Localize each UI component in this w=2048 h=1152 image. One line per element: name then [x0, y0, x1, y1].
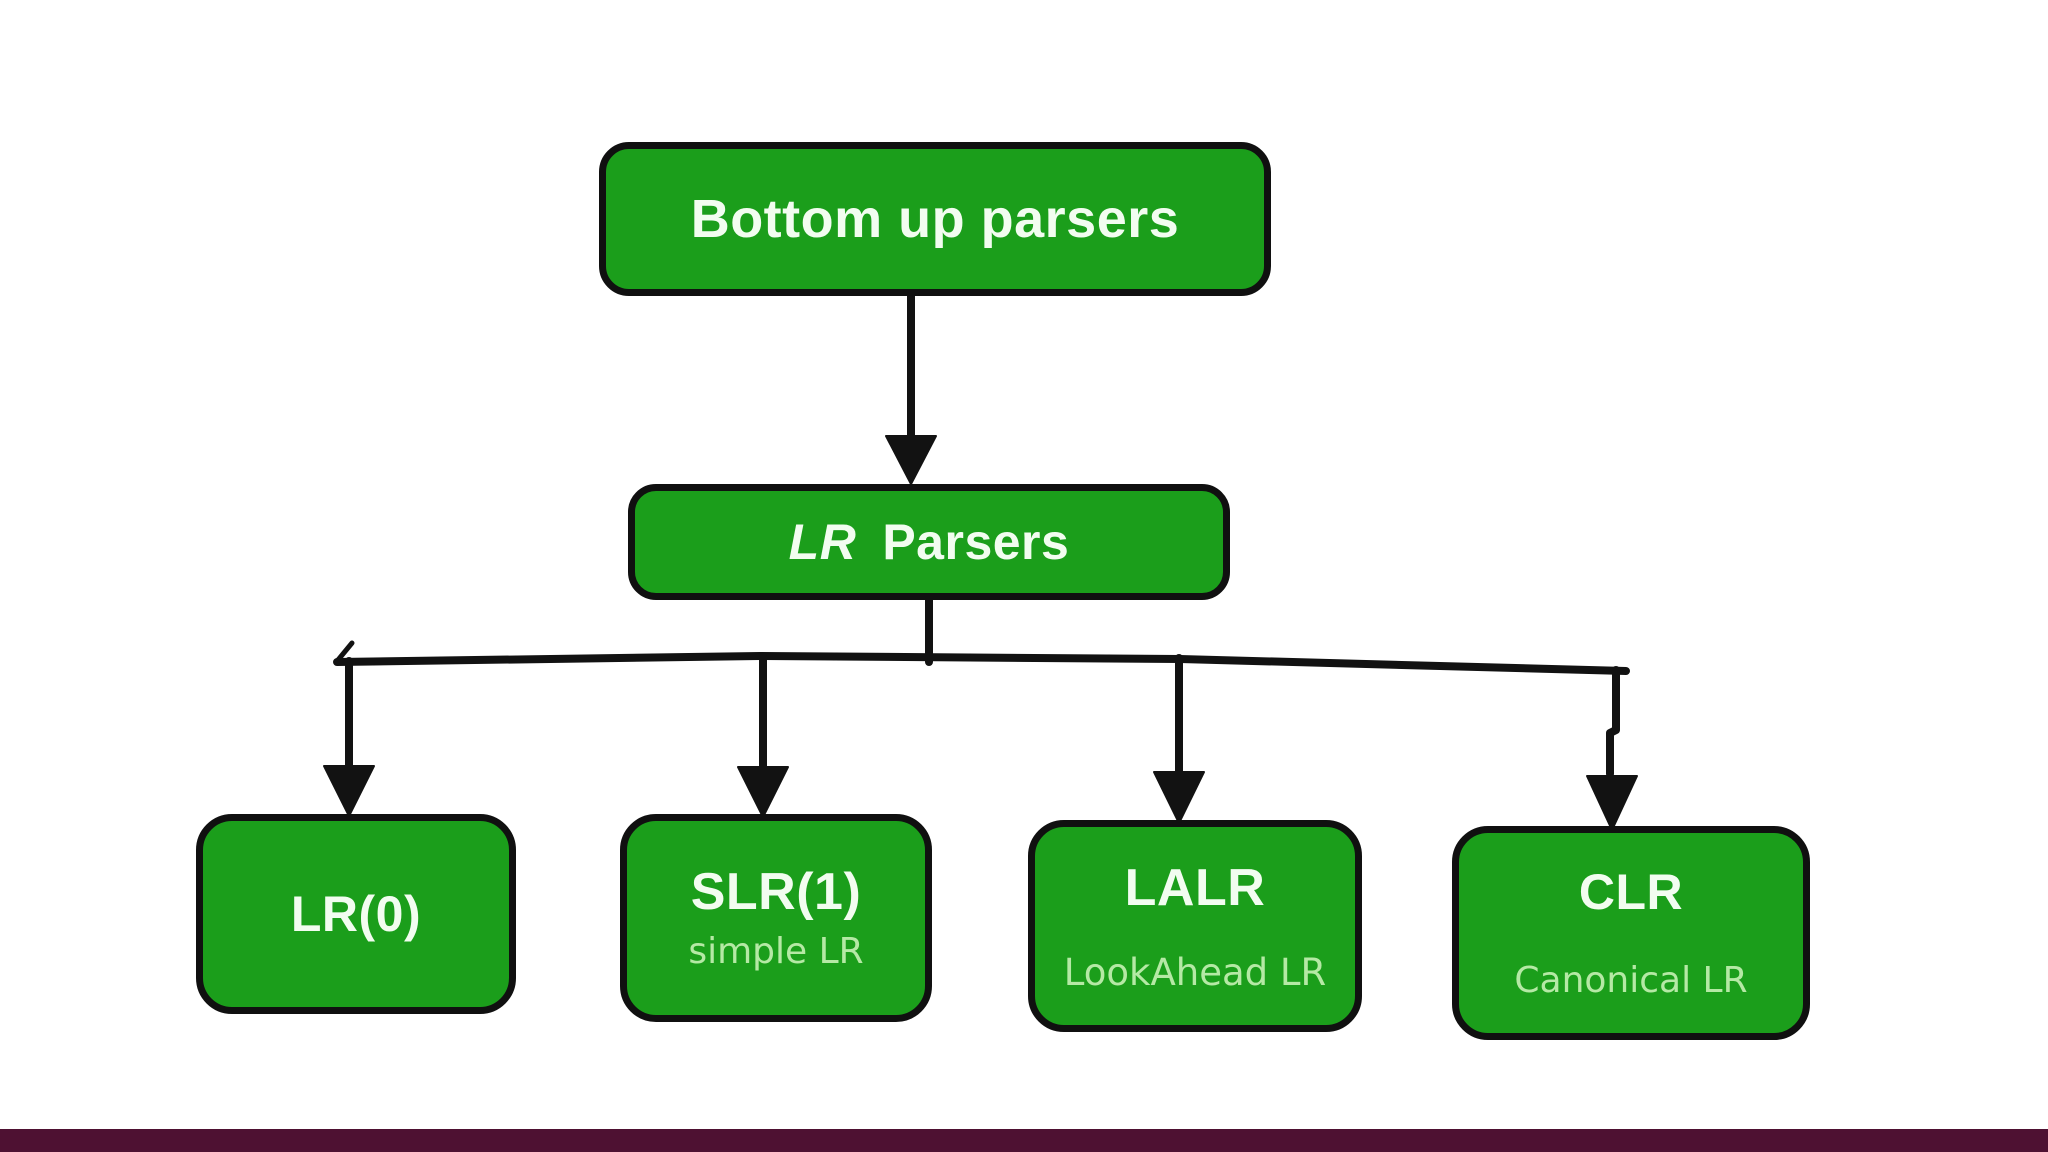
node-label: Bottom up parsers: [690, 189, 1180, 249]
footer-band: [0, 1129, 2048, 1152]
node-label-italic: LR: [788, 514, 857, 570]
node-label: Parsers: [882, 514, 1070, 570]
node-label: CLR: [1578, 864, 1684, 920]
node-clr: CLR Canonical LR: [1452, 826, 1810, 1040]
edge-lr-to-lr0-arrowhead: [323, 765, 375, 817]
distributor-line: [333, 652, 1630, 675]
edge-lr-to-slr-arrowhead: [737, 766, 789, 818]
node-label: LR(0): [290, 886, 422, 942]
node-lr0: LR(0): [196, 814, 516, 1014]
edge-root-to-lr-arrowhead: [885, 435, 937, 485]
node-lr-parsers: LR Parsers: [628, 484, 1230, 600]
node-sublabel: Canonical LR: [1514, 960, 1748, 1001]
node-sublabel: simple LR: [688, 931, 864, 972]
distributor-line-tick: [335, 640, 355, 663]
edge-lr-to-lalr-arrowhead: [1153, 771, 1205, 824]
node-slr1: SLR(1) simple LR: [620, 814, 932, 1022]
node-label: LALR: [1124, 858, 1266, 917]
edge-lr-to-clr-arrowhead: [1586, 775, 1638, 831]
edge-lr-to-clr-shaft: [1606, 666, 1620, 778]
node-label: SLR(1): [690, 863, 862, 921]
node-lalr: LALR LookAhead LR: [1028, 820, 1362, 1032]
node-bottom-up-parsers: Bottom up parsers: [599, 142, 1271, 296]
node-sublabel: LookAhead LR: [1063, 950, 1327, 994]
